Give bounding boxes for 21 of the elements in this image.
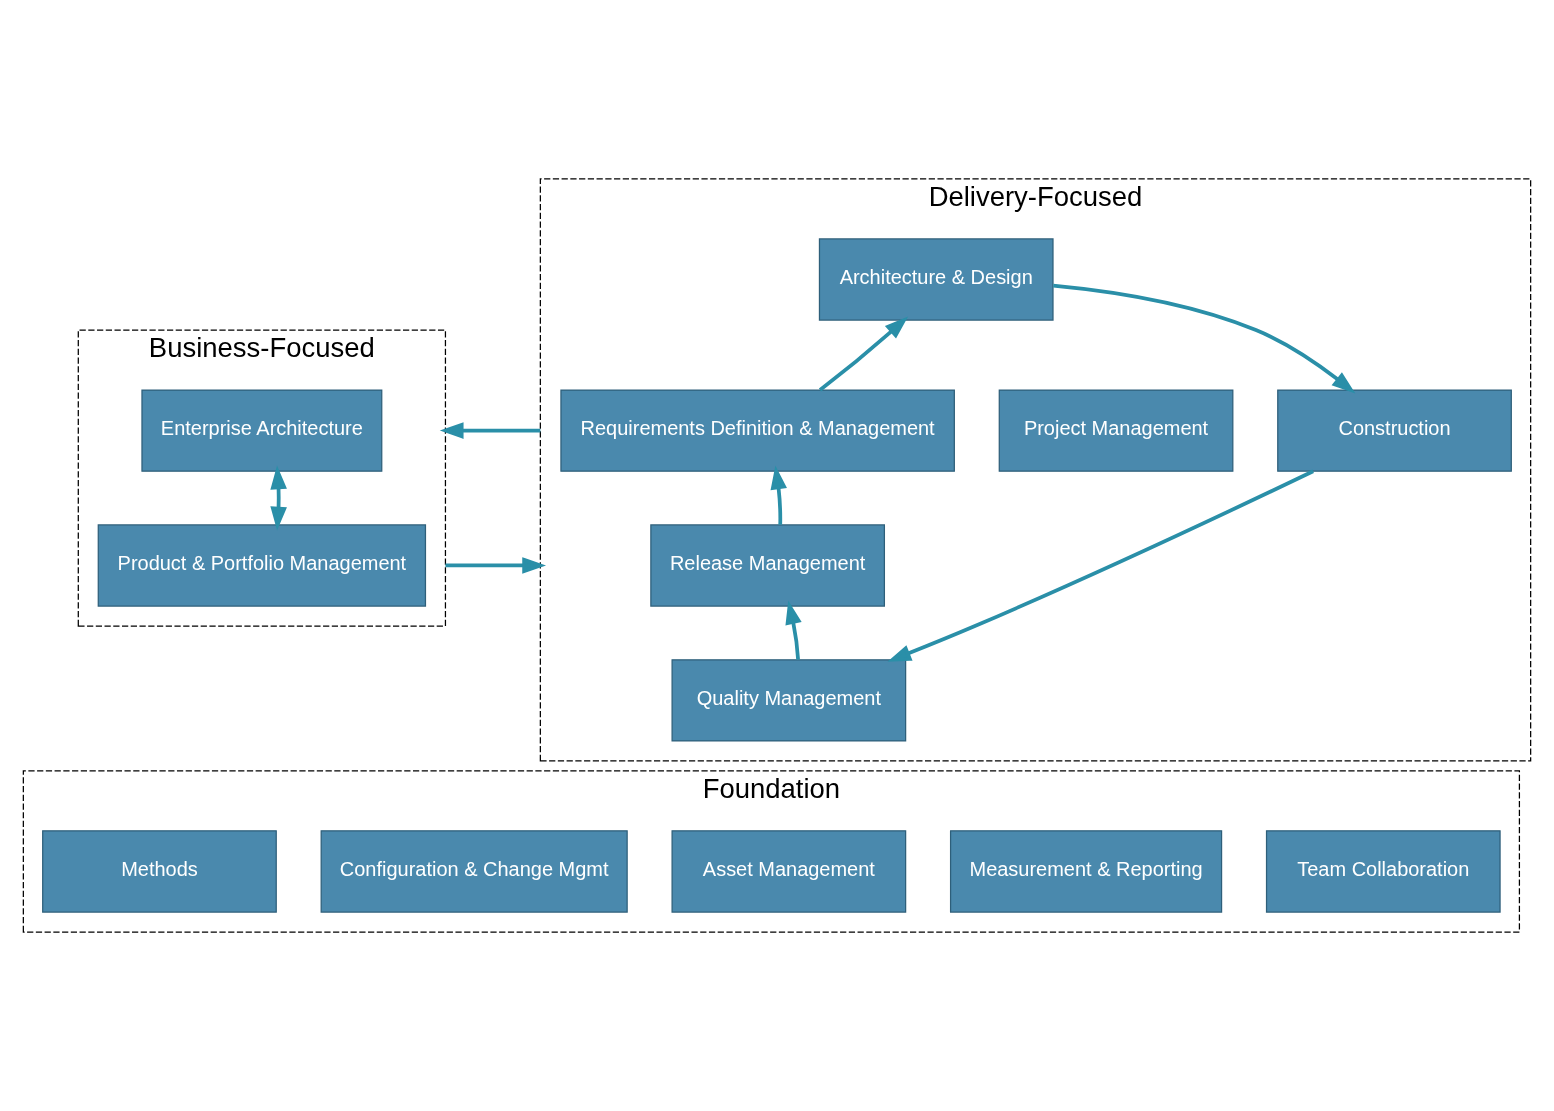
node-box: Product & Portfolio Management — [97, 524, 427, 607]
node-box: Requirements Definition & Management — [560, 389, 955, 472]
node-box: Project Management — [998, 389, 1234, 472]
node-box: Configuration & Change Mgmt — [320, 830, 628, 913]
arrow — [445, 557, 547, 574]
node-box: Team Collaboration — [1265, 830, 1501, 913]
arrow — [785, 600, 802, 660]
node-box: Measurement & Reporting — [949, 830, 1223, 913]
node-box: Architecture & Design — [818, 238, 1054, 321]
node-box: Enterprise Architecture — [141, 389, 383, 472]
node-box: Asset Management — [671, 830, 907, 913]
node-box: Release Management — [650, 524, 886, 607]
arrow — [270, 465, 287, 531]
arrow — [887, 469, 1314, 662]
node-box: Quality Management — [671, 659, 907, 742]
node-box: Construction — [1277, 389, 1512, 472]
arrow — [1053, 283, 1356, 394]
node-box: Methods — [42, 830, 277, 913]
arrow — [818, 316, 909, 392]
arrow — [439, 422, 541, 439]
arrow — [770, 465, 787, 525]
